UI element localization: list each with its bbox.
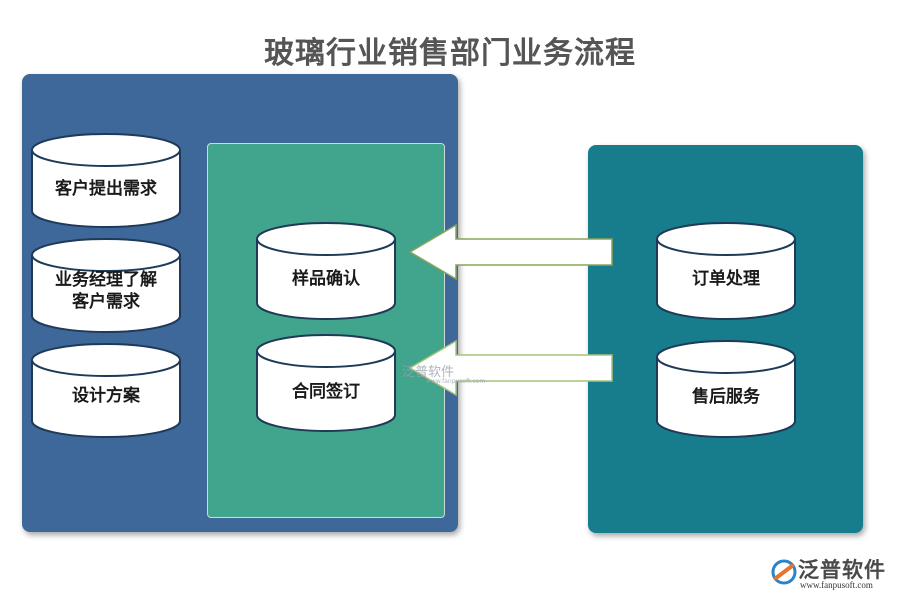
arrow-order-to-sample [408, 223, 614, 281]
cylinder-label: 样品确认 [292, 269, 360, 289]
watermark-text: 泛普软件 [402, 365, 455, 380]
cylinder-label: 售后服务 [692, 387, 760, 407]
logo-text: 泛普软件 [798, 558, 886, 582]
watermark: 泛普软件 www.fanpusoft.com [402, 361, 485, 385]
diagram-title: 玻璃行业销售部门业务流程 [264, 36, 636, 71]
cylinder-label: 客户提出需求 [55, 179, 157, 199]
arrow-service-to-contract [408, 339, 614, 397]
cylinder-label-line1: 业务经理了解 [55, 270, 157, 290]
logo-icon [771, 559, 797, 585]
cylinder-label-line2: 客户需求 [72, 292, 140, 312]
cylinder-contract-sign: 合同签订 [256, 334, 396, 432]
logo-url: www.fanpusoft.com [800, 580, 873, 590]
middle-panel [207, 143, 445, 518]
cylinder-manager-understand: 业务经理了解 客户需求 [31, 238, 181, 333]
cylinder-after-sales: 售后服务 [656, 340, 796, 438]
cylinder-order-process: 订单处理 [656, 222, 796, 320]
right-panel [588, 145, 863, 533]
cylinder-label: 设计方案 [72, 386, 140, 406]
watermark-url: www.fanpusoft.com [426, 378, 486, 385]
cylinder-label: 订单处理 [692, 269, 760, 289]
cylinder-sample-confirm: 样品确认 [256, 222, 396, 320]
cylinder-label: 合同签订 [292, 382, 360, 402]
cylinder-customer-request: 客户提出需求 [31, 133, 181, 228]
brand-logo: 泛普软件 www.fanpusoft.com [770, 552, 896, 596]
cylinder-design-plan: 设计方案 [31, 343, 181, 438]
